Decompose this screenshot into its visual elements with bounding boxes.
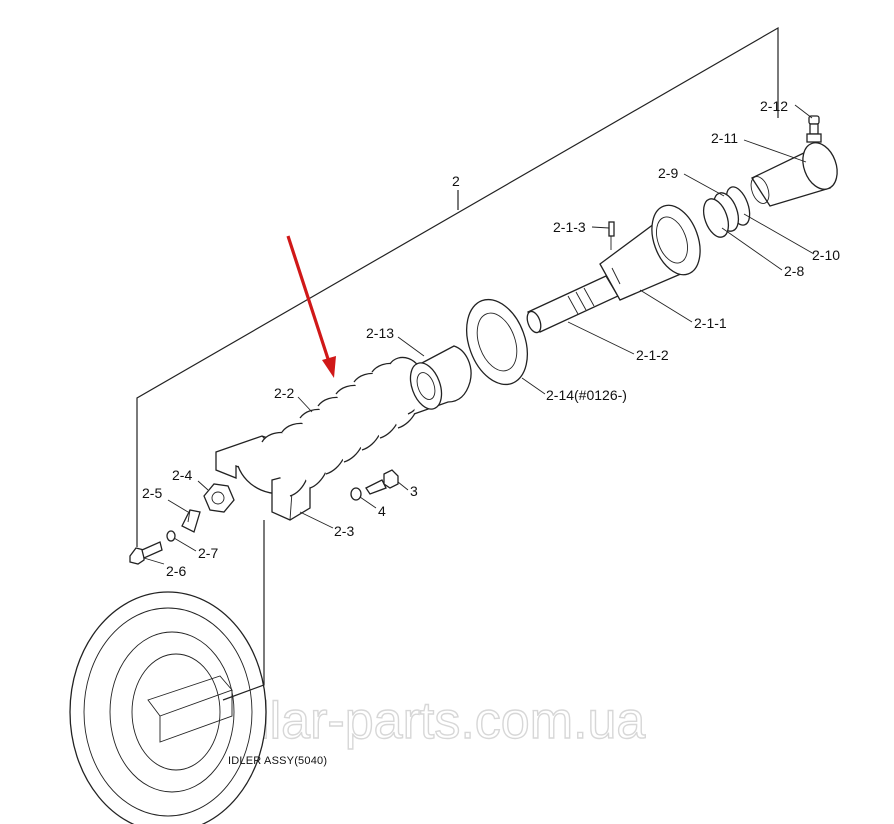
label-2-6: 2-6 xyxy=(166,563,186,579)
bolt-3 xyxy=(365,469,399,495)
spacer-tube xyxy=(409,345,472,415)
label-2-11: 2-11 xyxy=(711,130,738,146)
lock-plate xyxy=(181,509,201,533)
grease-fitting xyxy=(806,115,822,143)
grease-pin xyxy=(608,221,615,250)
label-2-8: 2-8 xyxy=(784,263,804,279)
label-2-1-3: 2-1-3 xyxy=(553,219,586,235)
callout-labels: 2 2-12 2-11 2-9 2-10 2-8 2-1-3 2-1-1 2-1… xyxy=(142,98,840,579)
label-2-1-2: 2-1-2 xyxy=(636,347,669,363)
label-4: 4 xyxy=(378,503,386,519)
label-2-1-1: 2-1-1 xyxy=(694,315,727,331)
leader-lines xyxy=(143,104,815,565)
label-2-12: 2-12 xyxy=(760,98,788,114)
label-2-4: 2-4 xyxy=(172,467,192,483)
label-2-14: 2-14(#0126-) xyxy=(546,387,627,403)
label-2-2: 2-2 xyxy=(274,385,294,401)
recoil-spring xyxy=(261,356,425,497)
idler-wheel xyxy=(69,520,267,824)
group-2-bracket xyxy=(136,26,779,547)
washer-4 xyxy=(350,487,362,501)
seal-rings xyxy=(702,186,751,238)
washer-2-7 xyxy=(166,530,176,542)
highlight-arrow xyxy=(286,235,336,378)
cylinder-body xyxy=(599,204,701,301)
nut xyxy=(203,483,235,513)
label-2-7: 2-7 xyxy=(198,545,218,561)
label-group-2: 2 xyxy=(452,173,460,189)
bolt-2-6 xyxy=(129,541,163,565)
piston xyxy=(750,142,838,207)
label-2-10: 2-10 xyxy=(812,247,840,263)
piston-rod xyxy=(526,275,619,334)
diagram-caption: IDLER ASSY(5040) xyxy=(228,755,327,767)
label-3: 3 xyxy=(410,483,418,499)
label-2-3: 2-3 xyxy=(334,523,354,539)
label-2-5: 2-5 xyxy=(142,485,162,501)
thrust-ring xyxy=(466,298,528,386)
label-2-13: 2-13 xyxy=(366,325,394,341)
label-2-9: 2-9 xyxy=(658,165,678,181)
